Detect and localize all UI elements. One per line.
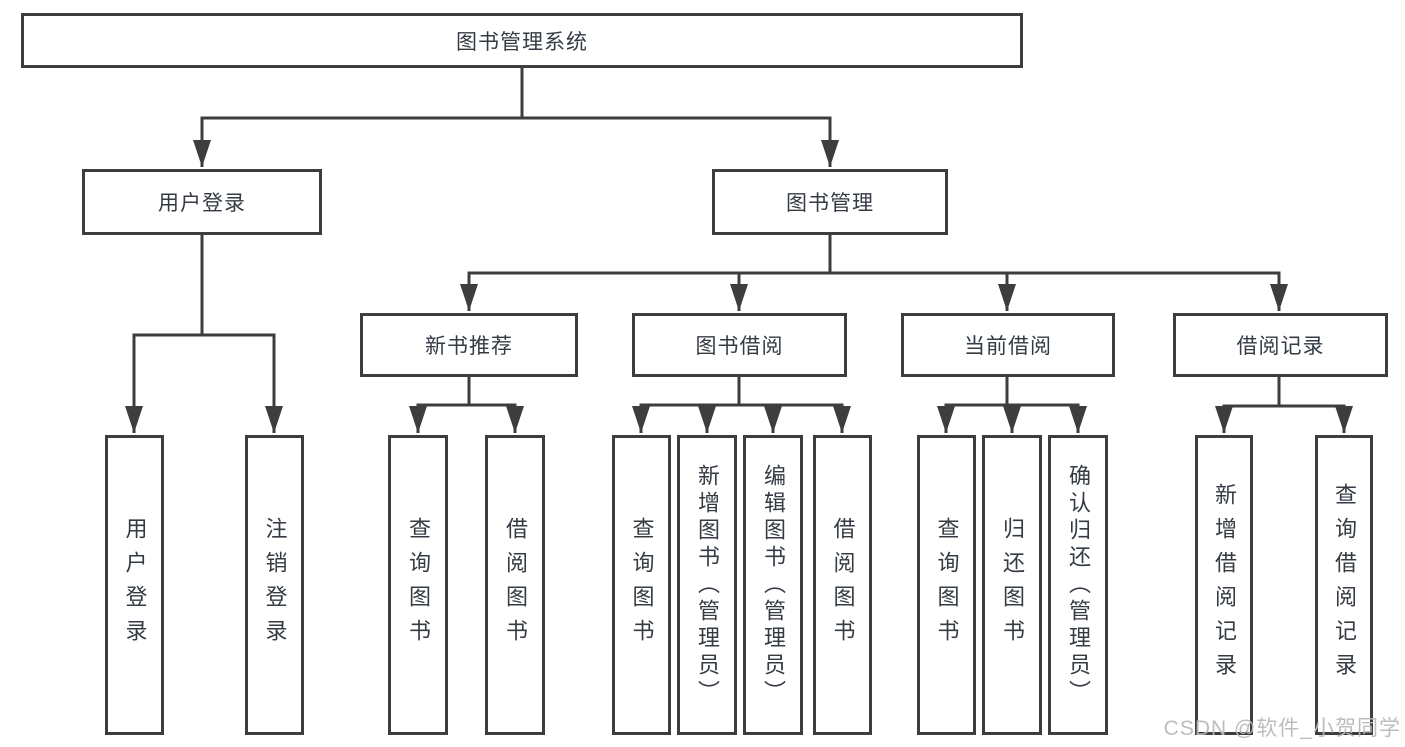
leaf-confirm-return-admin: 确认归还（管理员） [1048,435,1108,735]
node-label: 图书管理 [786,192,874,215]
node-label: 查询图书 [406,517,431,653]
node-label: 新书推荐 [425,335,513,358]
leaf-borrow-books-recommend: 借阅图书 [485,435,545,735]
node-new-book-recommendation: 新书推荐 [360,313,578,377]
node-library-management-system: 图书管理系统 [21,13,1023,68]
leaf-borrow-books: 借阅图书 [813,435,872,735]
node-label: 编辑图书（管理员） [761,463,786,707]
leaf-query-books-recommend: 查询图书 [388,435,448,735]
leaf-add-borrow-record: 新增借阅记录 [1195,435,1253,735]
leaf-query-books-current: 查询图书 [917,435,976,735]
node-label: 当前借阅 [964,335,1052,358]
node-label: 查询图书 [629,517,655,653]
node-label: 用户登录 [158,192,246,215]
node-label: 借阅图书 [830,517,856,653]
node-book-borrowing: 图书借阅 [632,313,847,377]
leaf-return-books: 归还图书 [982,435,1042,735]
leaf-add-books-admin: 新增图书（管理员） [677,435,737,735]
node-user-login: 用户登录 [82,169,322,235]
node-label: 图书管理系统 [456,30,588,54]
leaf-query-books-borrow: 查询图书 [612,435,671,735]
node-book-management: 图书管理 [712,169,948,235]
node-label: 新增借阅记录 [1212,483,1237,687]
node-borrowing-records: 借阅记录 [1173,313,1388,377]
node-current-borrowing: 当前借阅 [901,313,1115,377]
node-label: 查询借阅记录 [1332,483,1357,687]
csdn-watermark: CSDN @软件_小贺同学 [1163,717,1401,740]
node-label: 注销登录 [262,517,288,653]
node-label: 借阅图书 [503,517,528,653]
node-label: 确认归还（管理员） [1066,463,1091,707]
leaf-user-login: 用户登录 [105,435,164,735]
node-label: 图书借阅 [695,335,784,358]
node-label: 借阅记录 [1236,335,1325,358]
leaf-logout: 注销登录 [245,435,304,735]
leaf-query-borrow-record: 查询借阅记录 [1315,435,1373,735]
node-label: 归还图书 [1000,517,1025,653]
node-label: 用户登录 [122,517,148,653]
leaf-edit-books-admin: 编辑图书（管理员） [743,435,803,735]
node-label: 新增图书（管理员） [695,463,720,707]
node-label: 查询图书 [934,517,960,653]
